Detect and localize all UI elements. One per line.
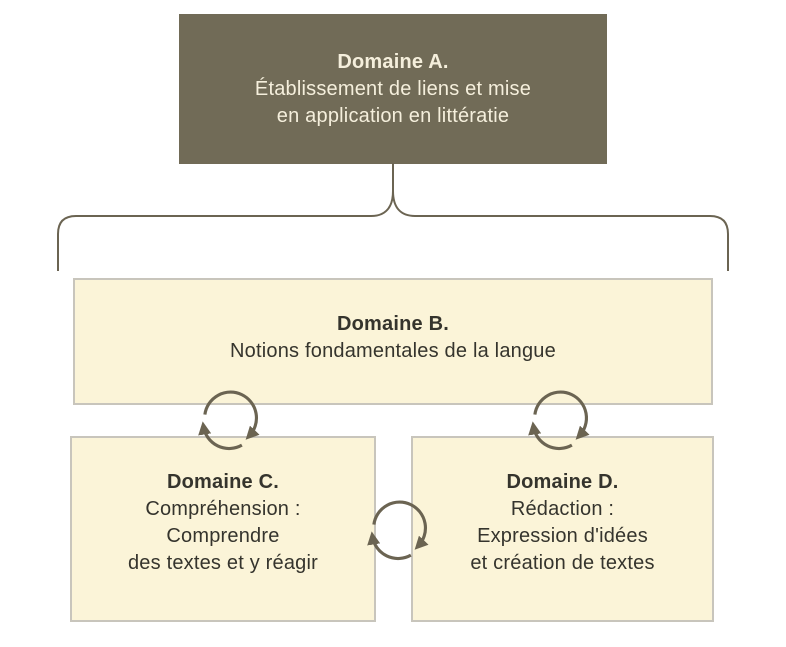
domain-a-description-line-2: en application en littératie	[276, 104, 510, 127]
domain-c-box: Domaine C. Compréhension : Comprendre de…	[70, 436, 376, 622]
domain-c-description: Compréhension : Comprendre des textes et…	[128, 496, 318, 577]
domain-b-box: Domaine B. Notions fondamentales de la l…	[73, 278, 713, 405]
domain-d-title: Domaine D.	[506, 471, 619, 493]
cycle-arrows-icon	[360, 495, 434, 569]
domain-a-box: Domaine A. Établissement de liens et mis…	[179, 14, 607, 164]
domain-c-title: Domaine C.	[166, 471, 280, 493]
domain-a-description: Établissement de liens et mise en applic…	[255, 76, 531, 130]
domain-b-description-line-1: Notions fondamentales de la langue	[230, 339, 556, 362]
cycle-arrows-icon	[191, 385, 265, 459]
domain-c-description-line-3: des textes et y réagir	[127, 552, 319, 574]
domain-c-description-line-1: Compréhension :	[145, 498, 301, 520]
domain-b-description: Notions fondamentales de la langue	[230, 338, 556, 365]
domain-a-title: Domaine A.	[337, 50, 449, 73]
cycle-arrows-icon	[521, 385, 595, 459]
domain-a-description-line-1: Établissement de liens et mise	[254, 77, 532, 100]
domain-d-description: Rédaction : Expression d'idées et créati…	[470, 496, 654, 577]
domain-d-description-line-3: et création de textes	[470, 552, 655, 574]
domain-d-box: Domaine D. Rédaction : Expression d'idée…	[411, 436, 714, 622]
domain-d-description-line-1: Rédaction :	[510, 498, 615, 520]
domain-b-title: Domaine B.	[336, 312, 450, 335]
domain-d-description-line-2: Expression d'idées	[477, 525, 648, 547]
domain-c-description-line-2: Comprendre	[166, 525, 280, 547]
